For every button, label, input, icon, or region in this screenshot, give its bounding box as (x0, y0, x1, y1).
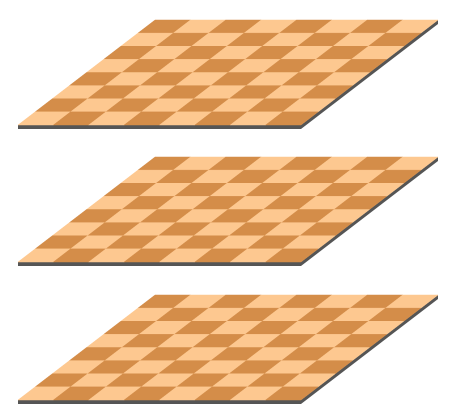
board-edge (18, 295, 438, 404)
board-middle (17, 156, 439, 266)
dark-square (264, 386, 319, 401)
board-bottom (17, 294, 439, 404)
board-edge (18, 157, 438, 266)
board-top (17, 19, 439, 129)
dark-square (264, 248, 319, 263)
dark-square (264, 111, 319, 126)
board-edge (18, 20, 438, 129)
